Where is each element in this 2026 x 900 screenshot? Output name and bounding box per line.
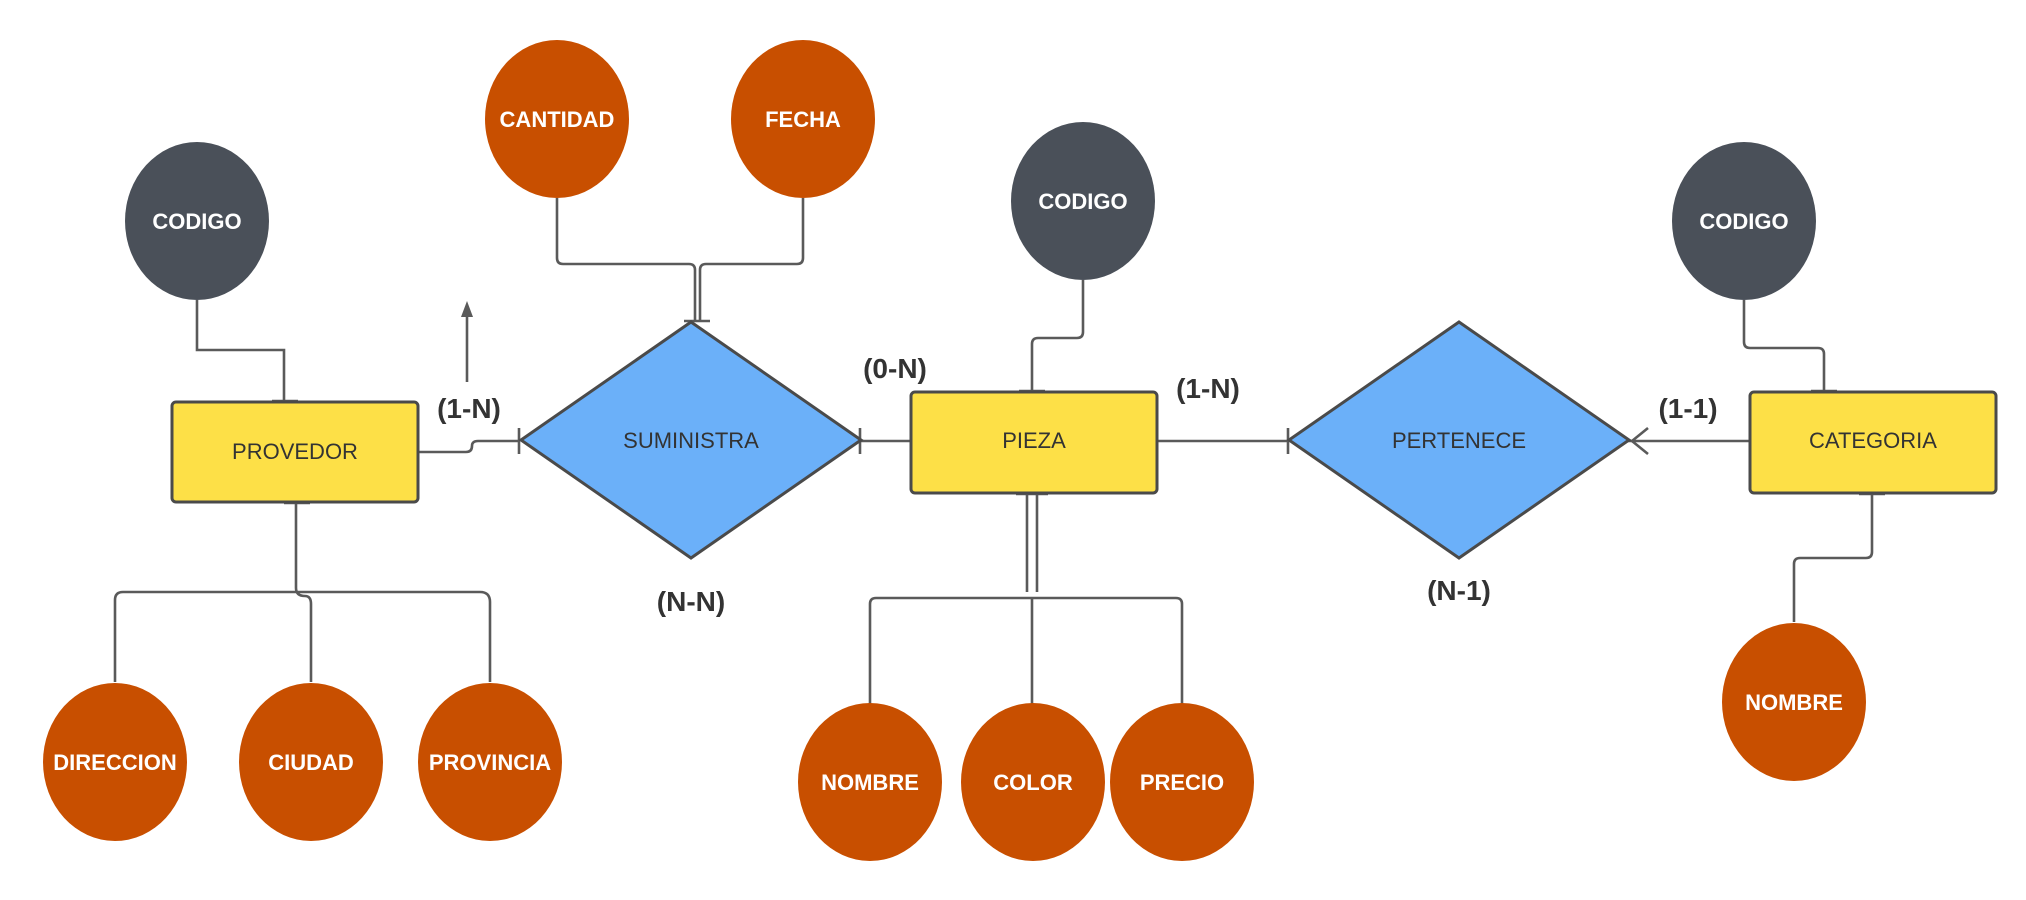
entity-provedor[interactable]: PROVEDOR [170,400,420,504]
attribute-label: PRECIO [1140,770,1224,795]
key-attribute-shape [1011,122,1155,280]
attribute-label: DIRECCION [53,750,176,775]
relationship-label: PERTENECE [1392,428,1526,453]
entity-box [1748,390,1998,495]
attribute-shape [961,703,1105,861]
attribute-pieza-color[interactable]: COLOR [961,703,1105,861]
connector-provedor-suministra [418,439,519,454]
key-attribute-shape [125,142,269,300]
attribute-provedor-direccion[interactable]: DIRECCION [43,683,187,841]
cardinality-suministra-total: (N-N) [657,586,725,617]
attribute-provedor-provincia[interactable]: PROVINCIA [418,683,562,841]
attribute-shape [43,683,187,841]
crowfoot-icon [1629,426,1649,456]
connector-pieza-codigo [1030,280,1085,392]
entity-label: PIEZA [1002,428,1066,453]
cardinality-pieza-pertenece: (1-N) [1176,373,1240,404]
attribute-categoria-nombre[interactable]: NOMBRE [1722,623,1866,781]
attribute-shape [485,40,629,198]
entity-box [909,390,1159,495]
diamond-shape [518,320,864,560]
attribute-label: NOMBRE [1745,690,1843,715]
cardinality-labels: (1-N) (N-N) (0-N) (1-N) (N-1) (1-1) [437,353,1717,617]
attribute-shape [1110,703,1254,861]
connector-provedor-attributes [113,502,492,682]
attribute-shape [798,703,942,861]
attribute-label: CODIGO [152,209,241,234]
attribute-pieza-codigo[interactable]: CODIGO [1011,122,1155,280]
attribute-shape [239,683,383,841]
attribute-categoria-codigo[interactable]: CODIGO [1672,142,1816,300]
entity-label: CATEGORIA [1809,428,1937,453]
cardinality-categoria-pertenece: (1-1) [1658,393,1717,424]
cardinality-provedor-suministra: (1-N) [437,393,501,424]
connector-pieza-attributes [868,494,1184,706]
attribute-shape [418,683,562,841]
attribute-label: FECHA [765,107,841,132]
attribute-label: COLOR [993,770,1073,795]
key-attribute-shape [1672,142,1816,300]
attribute-pieza-precio[interactable]: PRECIO [1110,703,1254,861]
connectors [113,198,1885,706]
arrow-up-icon [461,301,473,317]
cardinality-pertenece-total: (N-1) [1427,575,1491,606]
attribute-label: CODIGO [1038,189,1127,214]
relationship-label: SUMINISTRA [623,428,759,453]
attribute-provedor-ciudad[interactable]: CIUDAD [239,683,383,841]
connector-suministra-attributes [555,198,805,320]
entity-pieza[interactable]: PIEZA [909,390,1159,495]
connector-provedor-codigo [195,300,286,402]
relationship-pertenece[interactable]: PERTENECE [1286,320,1632,560]
entity-categoria[interactable]: CATEGORIA [1748,390,1998,495]
attribute-label: CODIGO [1699,209,1788,234]
entity-box [170,400,420,504]
attribute-pieza-nombre[interactable]: NOMBRE [798,703,942,861]
attribute-provedor-codigo[interactable]: CODIGO [125,142,269,300]
cardinality-pieza-suministra: (0-N) [863,353,927,384]
attribute-label: PROVINCIA [429,750,551,775]
entity-label: PROVEDOR [232,439,358,464]
connector-categoria-nombre [1792,494,1874,622]
attribute-suministra-fecha[interactable]: FECHA [731,40,875,198]
attribute-label: CIUDAD [268,750,354,775]
relationship-suministra[interactable]: SUMINISTRA [518,320,864,560]
attribute-shape [1722,623,1866,781]
diamond-shape [1286,320,1632,560]
attribute-label: CANTIDAD [500,107,615,132]
attribute-shape [731,40,875,198]
attribute-suministra-cantidad[interactable]: CANTIDAD [485,40,629,198]
connector-categoria-codigo [1742,300,1826,392]
attribute-label: NOMBRE [821,770,919,795]
